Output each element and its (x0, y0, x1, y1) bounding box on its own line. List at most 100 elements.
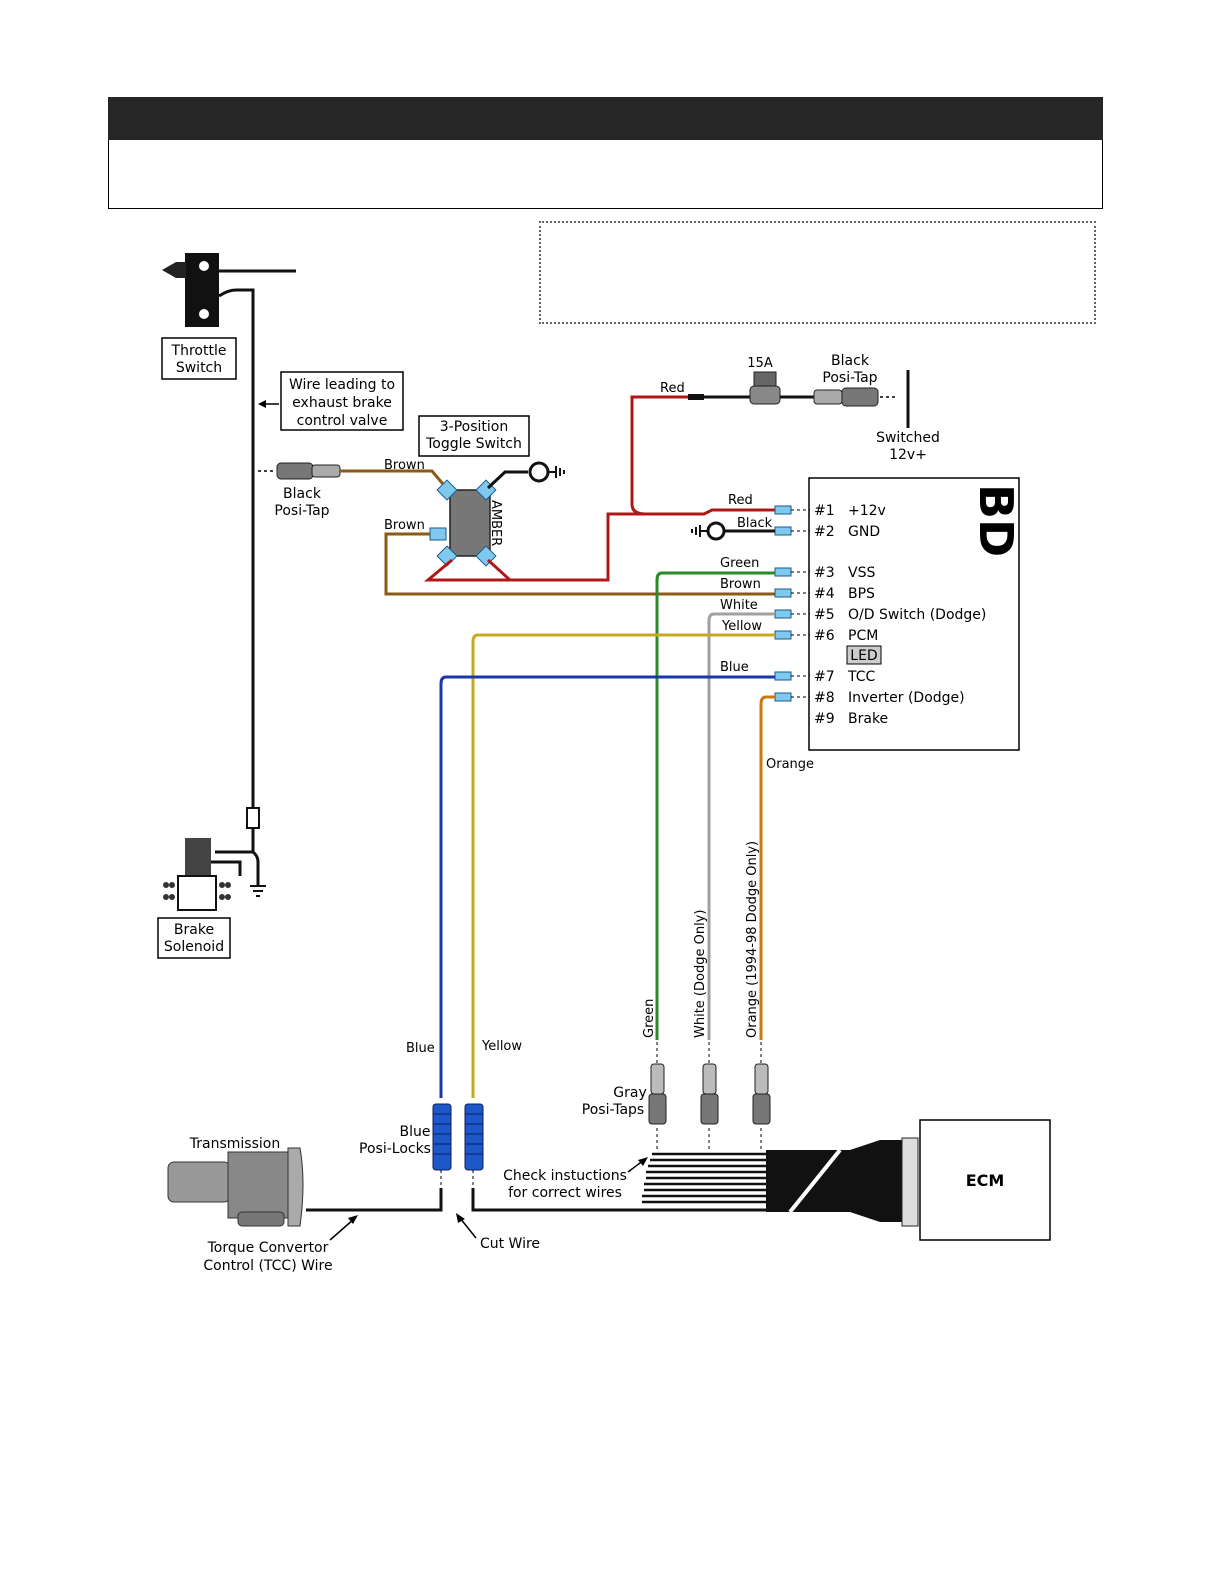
brown-wire-top-label: Brown (384, 458, 425, 473)
terminal-number: #1 (814, 503, 835, 519)
toggle-switch-label-2: Toggle Switch (425, 436, 522, 452)
throttle-switch-label-1: Throttle (171, 343, 227, 359)
brown-mod-label: Brown (720, 577, 761, 592)
black-posi-tap-top (813, 387, 898, 407)
white-mod-label: White (720, 598, 758, 613)
white-wire (707, 612, 775, 1040)
terminal-number: #3 (814, 565, 835, 581)
ecm-box (919, 1119, 1051, 1241)
tcc-wire-trans (306, 1188, 443, 1212)
ecm-harness (642, 1137, 919, 1227)
brake-solenoid-label-2: Solenoid (164, 939, 224, 955)
terminal-connector (774, 609, 792, 619)
black-posi-tap-left-label-2: Posi-Tap (274, 503, 329, 519)
brown-wire-mid-label: Brown (384, 518, 425, 533)
terminal-connector (774, 671, 792, 681)
orange-vert-label: Orange (1994-98 Dodge Only) (745, 841, 760, 1038)
check-instructions-arrow (627, 1157, 648, 1173)
green-mod-label: Green (720, 556, 759, 571)
blue-mod-label: Blue (720, 660, 749, 675)
tcc-wire-ecm (471, 1188, 766, 1212)
terminal-number: #5 (814, 607, 835, 623)
ground-icon-toggle (528, 461, 565, 483)
black-posi-tap-left (258, 462, 341, 480)
throttle-switch (162, 253, 296, 810)
header-bar (108, 97, 1103, 140)
wire-leading-arrow (258, 400, 279, 408)
throttle-switch-label-2: Switch (176, 360, 222, 376)
amber-label: AMBER (488, 500, 503, 546)
terminal-connector (774, 692, 792, 702)
check-instructions-label-1: Check instuctions (503, 1168, 627, 1184)
wire-leading-label-1: Wire leading to (289, 377, 395, 393)
led-indicator (846, 645, 882, 665)
toggle-switch: AMBER (429, 479, 503, 567)
yellow-wire (471, 633, 775, 1098)
terminal-number: #7 (814, 669, 835, 685)
brake-solenoid-label-box (157, 917, 231, 959)
black-posi-tap-top-label-2: Posi-Tap (822, 370, 877, 386)
blue-low-label: Blue (406, 1041, 435, 1056)
blue-posi-locks-label-1: Blue (400, 1124, 431, 1140)
brown-wire-top (340, 469, 450, 491)
green-vert-label: Green (642, 999, 657, 1038)
bd-module (808, 477, 1020, 751)
header-box (108, 140, 1103, 209)
wire-leading-label-2: exhaust brake (292, 395, 392, 411)
terminal-number: #2 (814, 524, 835, 540)
terminal-name: Inverter (Dodge) (848, 690, 965, 706)
yellow-low-label: Yellow (481, 1039, 522, 1054)
orange-mod-label: Orange (766, 757, 814, 772)
terminal-connector (774, 526, 792, 536)
blue-wire (439, 675, 775, 1098)
terminal-number: #8 (814, 690, 835, 706)
toggle-switch-label-box (418, 415, 530, 457)
blue-posi-locks-label-2: Posi-Locks (359, 1141, 431, 1157)
blue-posi-locks (432, 1103, 484, 1186)
red-wire-module (632, 508, 775, 516)
tcc-wire-label-1: Torque Convertor (207, 1240, 329, 1256)
red-wire-top-label: Red (660, 381, 685, 396)
terminal-number: #9 (814, 711, 835, 727)
orange-wire (759, 695, 775, 1040)
gray-posi-taps-label-1: Gray (613, 1085, 646, 1101)
red-mod-label: Red (728, 493, 753, 508)
transmission (167, 1147, 304, 1227)
green-wire (655, 571, 775, 1040)
throttle-switch-label-box (161, 337, 237, 380)
cut-wire-label: Cut Wire (480, 1236, 540, 1252)
terminal-connector (774, 567, 792, 577)
terminal-connector (774, 630, 792, 640)
toggle-switch-label-1: 3-Position (440, 419, 508, 435)
black-posi-tap-left-label-1: Black (283, 486, 322, 502)
terminal-name: VSS (848, 565, 875, 581)
terminal-name: GND (848, 524, 880, 540)
black-mod-label: Black (737, 516, 773, 531)
terminal-connector (774, 588, 792, 598)
cut-wire-arrow (456, 1213, 477, 1239)
terminal-number: #6 (814, 628, 835, 644)
brown-wire-module (384, 532, 775, 596)
terminal-name: +12v (848, 503, 886, 519)
terminal-name: BPS (848, 586, 875, 602)
terminal-number: #4 (814, 586, 835, 602)
module-terminals: #1 +12v #2 GND #3 VSS #4 BPS #5 O/D Switch (Dodge… (774, 503, 986, 727)
terminal-name: O/D Switch (Dodge) (848, 607, 986, 623)
terminal-name: PCM (848, 628, 878, 644)
brake-solenoid (163, 807, 266, 911)
check-instructions-label-2: for correct wires (508, 1185, 622, 1201)
gray-posi-taps-label-2: Posi-Taps (582, 1102, 644, 1118)
terminal-name: Brake (848, 711, 888, 727)
black-posi-tap-top-label-1: Black (831, 353, 870, 369)
switched-label-1: Switched (876, 430, 940, 446)
red-wire-fuse (630, 395, 688, 504)
white-vert-label: White (Dodge Only) (693, 910, 708, 1038)
brake-solenoid-label-1: Brake (174, 922, 214, 938)
bd-module-logo: BD (969, 484, 1023, 557)
terminal-connector (774, 505, 792, 515)
ecm-label: ECM (966, 1171, 1005, 1190)
tcc-wire-arrow (329, 1215, 358, 1241)
toggle-red-loop (423, 558, 514, 582)
gray-posi-taps (648, 1042, 771, 1150)
